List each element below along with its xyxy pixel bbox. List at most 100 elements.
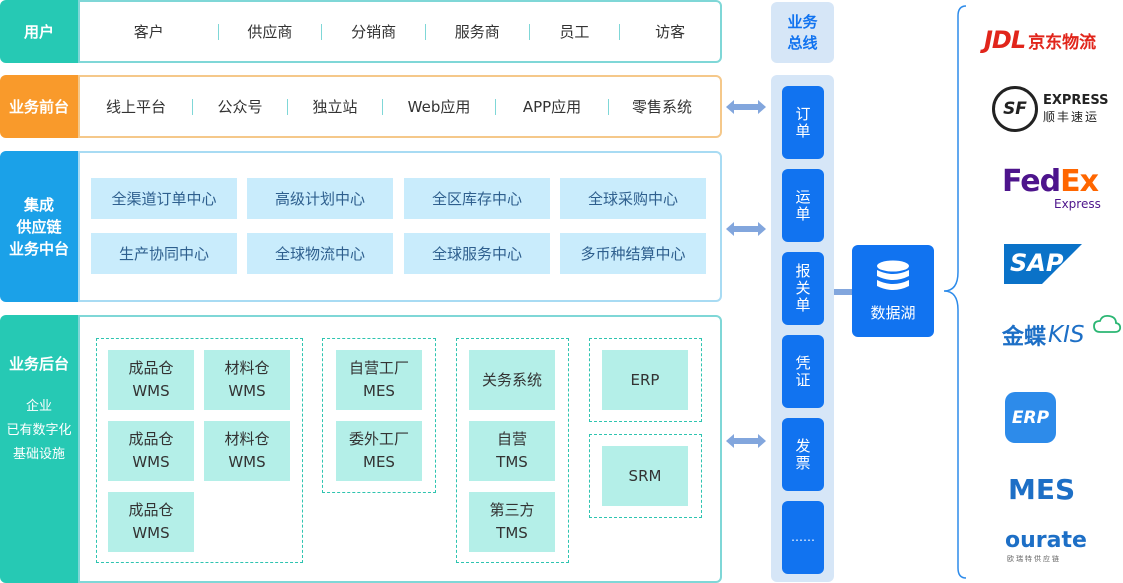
divider	[495, 98, 496, 115]
chip-global-logistics-center: 全球物流中心	[247, 233, 393, 274]
erp-group	[589, 338, 702, 422]
users-item-employee: 员工	[559, 23, 590, 41]
front-item-retail-system: 零售系统	[631, 98, 692, 116]
divider	[192, 98, 193, 115]
bus-button-invoice[interactable]: 发票	[782, 418, 824, 491]
chip-global-service-center: 全球服务中心	[404, 233, 550, 274]
users-row: 客户 供应商 分销商 服务商 员工 访客	[78, 0, 722, 63]
users-item-service-provider: 服务商	[454, 23, 500, 41]
fedex-logo-fed: Fed	[1002, 164, 1061, 199]
bus-title: 业务 总线	[771, 2, 834, 63]
sf-logo-mark: SF	[992, 86, 1038, 132]
kis-logo-en: KIS	[1048, 322, 1085, 348]
front-item-official-account: 公众号	[217, 98, 263, 116]
front-row: 线上平台 公众号 独立站 Web应用 APP应用 零售系统	[78, 75, 722, 138]
back-label-sub: 已有数字化	[6, 423, 72, 438]
sf-logo-line2: 顺丰速运	[1043, 110, 1100, 124]
front-item-web-app: Web应用	[407, 98, 471, 116]
jdl-logo: JDL 京东物流	[984, 26, 1122, 54]
erp-tile: ERP	[602, 350, 688, 410]
divider	[321, 23, 323, 40]
jdl-logo-mark: JDL	[984, 26, 1026, 54]
front-item-online-platform: 线上平台	[105, 98, 166, 116]
double-arrow-icon	[726, 222, 766, 236]
mes-logo: MES	[1008, 473, 1076, 506]
sap-logo: SAP	[1004, 244, 1082, 284]
ourate-logo: ourate 欧瑞特供应链	[1005, 528, 1095, 568]
ourate-logo-name: ourate	[1005, 528, 1087, 553]
divider	[528, 23, 530, 40]
srm-tile: SRM	[602, 446, 688, 506]
kingdee-kis-logo: 金蝶 KIS	[1002, 314, 1122, 356]
double-arrow-icon	[726, 100, 766, 114]
fedex-logo-sub: Express	[1054, 197, 1101, 211]
chip-production-collaboration-center: 生产协同中心	[91, 233, 237, 274]
datalake-card[interactable]: 数据湖	[852, 245, 934, 337]
kis-logo-cn: 金蝶	[1002, 325, 1047, 350]
chip-omnichannel-order-center: 全渠道订单中心	[91, 178, 237, 219]
back-label-sub: 基础设施	[12, 447, 65, 462]
users-item-customer: 客户	[133, 23, 164, 41]
back-row-label: 业务后台 企业 已有数字化 基础设施	[0, 315, 78, 583]
users-item-visitor: 访客	[655, 23, 686, 41]
bus-button-waybill[interactable]: 运单	[782, 169, 824, 242]
connector-arrows	[726, 100, 766, 448]
sap-logo-text: SAP	[1010, 249, 1064, 277]
jdl-logo-text: 京东物流	[1028, 32, 1097, 53]
partners-brace	[943, 5, 967, 579]
middle-label-line: 集成	[23, 195, 54, 214]
divider	[382, 98, 383, 115]
sf-logo-line1: EXPRESS	[1043, 93, 1109, 108]
bus-button-voucher[interactable]: 凭证	[782, 335, 824, 408]
users-item-supplier: 供应商	[247, 23, 293, 41]
bus-button-customs-declaration[interactable]: 报关单	[782, 252, 824, 325]
mes-group	[322, 338, 436, 493]
divider	[217, 23, 219, 40]
front-row-label: 业务前台	[0, 75, 78, 138]
bus-column	[771, 75, 834, 582]
users-row-label: 用户	[0, 0, 78, 63]
cloud-icon	[1093, 314, 1122, 333]
divider	[424, 23, 426, 40]
chip-global-procurement-center: 全球采购中心	[560, 178, 706, 219]
bus-button-order[interactable]: 订单	[782, 86, 824, 159]
front-item-mobile-app: APP应用	[522, 98, 582, 116]
middle-row	[78, 151, 722, 302]
tms-group	[456, 338, 569, 563]
bus-to-datalake-connector	[834, 289, 852, 295]
bus-button-more[interactable]: ……	[782, 501, 824, 574]
double-arrow-icon	[726, 434, 766, 448]
fedex-logo: FedEx Express	[1002, 166, 1112, 214]
back-label-sub: 企业	[25, 399, 52, 414]
ourate-logo-sub: 欧瑞特供应链	[1007, 555, 1061, 563]
srm-group	[589, 434, 702, 518]
tms-tile-customs-system: 关务系统	[469, 350, 555, 410]
divider	[619, 23, 621, 40]
database-icon	[877, 260, 909, 290]
middle-label-line: 业务中台	[8, 239, 69, 258]
chip-advanced-planning-center: 高级计划中心	[247, 178, 393, 219]
sf-express-logo: SF EXPRESS 顺丰速运	[992, 84, 1120, 134]
fedex-logo-ex: Ex	[1060, 164, 1099, 199]
divider	[287, 98, 288, 115]
erp-logo: ERP	[1005, 392, 1056, 443]
middle-label-line: 供应链	[16, 217, 62, 236]
users-item-distributor: 分销商	[351, 23, 397, 41]
datalake-label: 数据湖	[870, 303, 916, 322]
middle-row-label: 集成 供应链 业务中台	[0, 151, 78, 302]
back-label-title: 业务后台	[8, 355, 69, 373]
divider	[608, 98, 609, 115]
chip-multi-currency-settlement-center: 多币种结算中心	[560, 233, 706, 274]
chip-regional-inventory-center: 全区库存中心	[404, 178, 550, 219]
wms-group	[96, 338, 303, 563]
front-item-standalone-site: 独立站	[312, 98, 358, 116]
